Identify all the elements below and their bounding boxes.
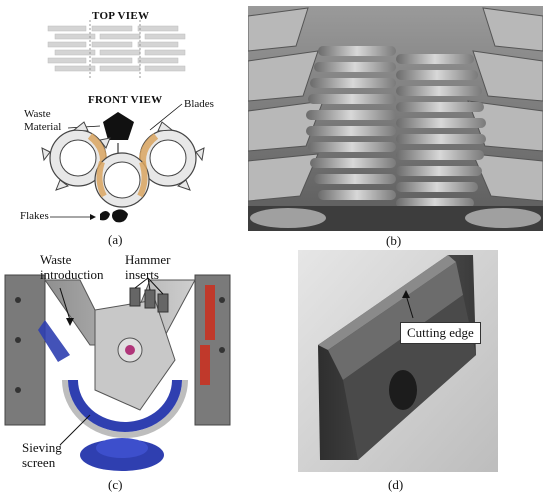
hammer-inserts-label: Hammer inserts bbox=[125, 252, 171, 282]
panel-d-blade-photo: Cutting edge (d) bbox=[298, 250, 498, 495]
panel-d-caption: (d) bbox=[388, 477, 404, 492]
right-cutter bbox=[139, 121, 205, 191]
top-view-heading: TOP VIEW bbox=[92, 10, 150, 22]
waste-introduction-label: Waste introduction bbox=[40, 252, 104, 282]
panel-b-photo: (b) bbox=[248, 6, 543, 248]
blades-label: Blades bbox=[184, 98, 214, 110]
front-view-heading: FRONT VIEW bbox=[88, 94, 163, 106]
granules-in-screen bbox=[68, 380, 182, 432]
mounting-hole bbox=[389, 370, 417, 410]
panel-a-caption: (a) bbox=[108, 232, 123, 247]
hammer-mill-photo bbox=[4, 274, 231, 471]
left-cutter bbox=[41, 121, 111, 191]
stacked-discs bbox=[306, 46, 486, 208]
cutting-edge-label: Cutting edge bbox=[400, 322, 481, 344]
panel-b-caption: (b) bbox=[386, 233, 402, 248]
waste-material-shape bbox=[103, 112, 134, 140]
flakes-label: Flakes bbox=[20, 210, 49, 222]
flake-1 bbox=[100, 211, 110, 221]
panel-a-schematic: TOP VIEW FRONT VIEW Waste Material Blade… bbox=[0, 0, 245, 247]
center-cutter bbox=[94, 152, 150, 208]
top-view-blades bbox=[47, 25, 186, 72]
shredder-schematic bbox=[41, 20, 205, 223]
flake-2 bbox=[112, 209, 128, 223]
sieving-screen-label: Sieving screen bbox=[22, 440, 62, 470]
waste-material-label: Waste Material bbox=[24, 108, 62, 133]
cutting-blade-photo bbox=[298, 250, 498, 472]
panel-c-hammer-mill: Waste introduction Hammer inserts Sievin… bbox=[0, 250, 245, 495]
twin-shaft-blades-photo bbox=[248, 6, 543, 231]
panel-c-caption: (c) bbox=[108, 477, 123, 492]
